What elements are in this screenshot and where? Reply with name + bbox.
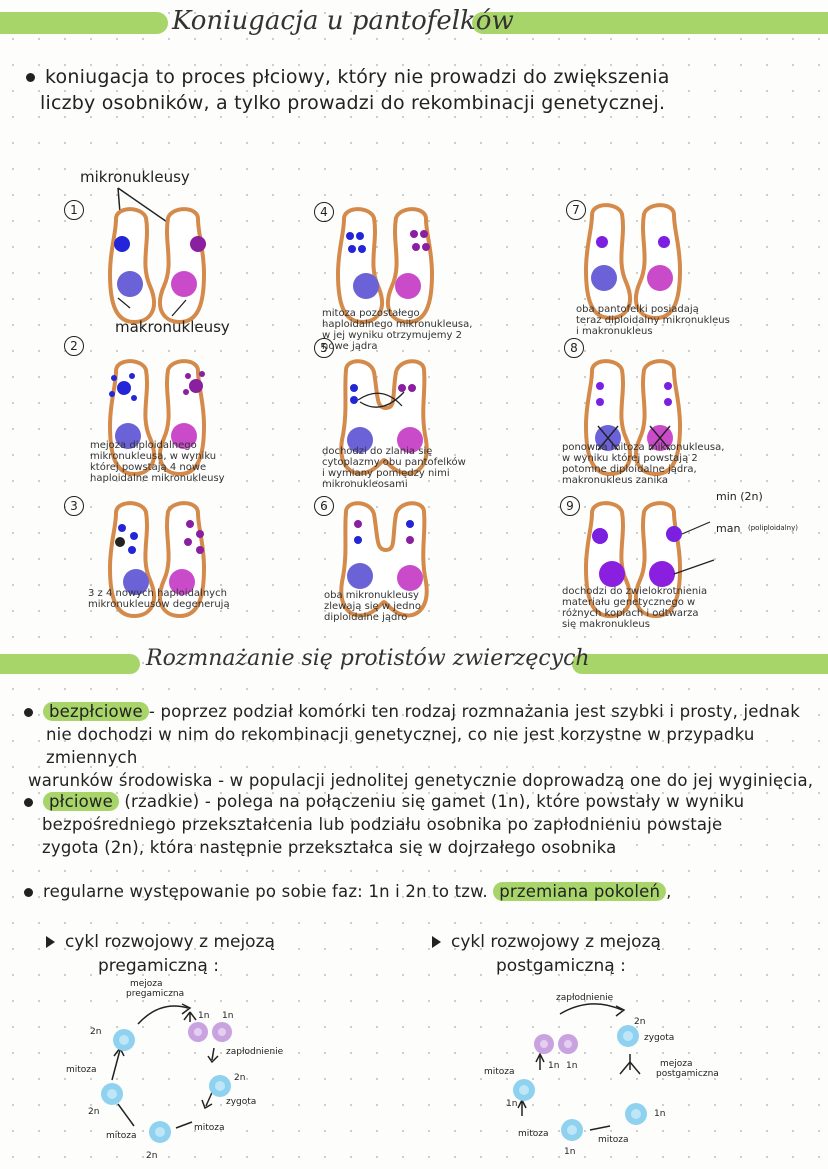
step-2-cells — [108, 359, 206, 476]
step-number-2: 2 — [64, 336, 84, 356]
c2-1n-c: 1n — [506, 1099, 517, 1109]
step-6-cells — [339, 501, 429, 618]
c2-1n-e: 1n — [654, 1109, 665, 1119]
label-makronukleusy: makronukleusy — [115, 318, 230, 336]
c2-mitoza-1: mitoza — [484, 1067, 515, 1077]
step-4-cells — [336, 207, 434, 324]
c1-mitoza-1: mitoza — [194, 1123, 225, 1133]
step-5-cells — [339, 359, 429, 476]
c1-2n-c: 2n — [146, 1151, 157, 1161]
label-mikronukleusy: mikronukleusy — [80, 168, 190, 186]
c2-2n: 2n — [634, 1017, 645, 1027]
c2-zygota: zygota — [644, 1033, 674, 1043]
step-number-7: 7 — [566, 200, 586, 220]
green-bar-right — [472, 12, 828, 34]
cycle2-title: cykl rozwojowy z mejozą postgamiczną : — [432, 930, 661, 978]
alternation-paragraph: regularne występowanie po sobie faz: 1n … — [24, 880, 824, 903]
c1-1n-a: 1n — [198, 1011, 209, 1021]
step-number-8: 8 — [564, 338, 584, 358]
cycle2-cells — [513, 1025, 647, 1141]
green-bar-left-2 — [0, 654, 140, 674]
c1-2n-b: 2n — [88, 1107, 99, 1117]
label-man: man — [716, 522, 740, 535]
bullet-icon — [24, 888, 33, 897]
triangle-bullet-icon — [432, 936, 441, 948]
c2-mitoza-3: mitoza — [598, 1135, 629, 1145]
c2-1n-b: 1n — [566, 1061, 577, 1071]
c2-mitoza-2: mitoza — [518, 1129, 549, 1139]
c2-mejoza: mejoza — [660, 1059, 693, 1069]
c2-1n-a: 1n — [548, 1061, 559, 1071]
c1-mitoza-2: mitoza — [66, 1065, 97, 1075]
step-number-3: 3 — [64, 496, 84, 516]
step-8-cells — [584, 359, 682, 476]
step-8-description: ponowna mitoza mikronukleusa,w wyniku kt… — [562, 442, 725, 486]
section2-title: Rozmnażanie się protistów zwierzęcych — [146, 646, 590, 671]
c1-zaplodnienie: zapłodnienie — [226, 1047, 284, 1057]
cycle-diagrams: mejoza pregamiczna 1n 1n zapłodnienie 2n… — [66, 979, 719, 1161]
c1-zygota: zygota — [226, 1097, 256, 1107]
step-number-5: 5 — [314, 338, 334, 358]
cycle1-title: cykl rozwojowy z mejozą pregamiczną : — [46, 930, 275, 978]
bullet-icon — [24, 708, 33, 717]
step-9-cells — [584, 501, 715, 618]
section1-title: Koniugacja u pantofelków — [172, 6, 514, 36]
green-bar-left — [0, 12, 168, 34]
cycle1-cells — [101, 1022, 232, 1143]
step-number-4: 4 — [314, 202, 334, 222]
label-min: min (2n) — [716, 490, 763, 503]
c2-1n-d: 1n — [564, 1147, 575, 1157]
green-bar-right-2 — [572, 654, 828, 674]
c1-mejoza: mejoza — [130, 979, 163, 989]
step-number-6: 6 — [314, 496, 334, 516]
bullet-icon — [26, 73, 35, 82]
c2-zaplodnienie: zapłodnienie — [556, 993, 614, 1003]
triangle-bullet-icon — [46, 936, 55, 948]
bullet-icon — [24, 798, 33, 807]
step-3-cells — [108, 501, 206, 618]
conjugation-diagram: mikronukleusy makronukleusy — [80, 168, 798, 618]
intro-paragraph: koniugacja to proces płciowy, który nie … — [26, 64, 670, 116]
term-przemiana-pokolen: przemiana pokoleń — [493, 882, 667, 901]
step-number-1: 1 — [64, 200, 84, 220]
c1-mitoza-3: mitoza — [106, 1131, 137, 1141]
asexual-paragraph: bezpłciowe- poprzez podział komórki ten … — [24, 700, 824, 792]
step-number-9: 9 — [560, 496, 580, 516]
c1-2n: 2n — [234, 1073, 245, 1083]
label-man-sub: (poliploidalny) — [748, 524, 798, 532]
c1-1n-b: 1n — [222, 1011, 233, 1021]
step-1-cells — [108, 207, 206, 324]
c2-postgamiczna: postgamiczna — [656, 1069, 719, 1079]
c1-2n-a: 2n — [90, 1027, 101, 1037]
sexual-paragraph: płciowe (rzadkie) - polega na połączeniu… — [24, 790, 824, 859]
term-bezplciowe: bezpłciowe — [43, 702, 149, 721]
term-plciowe: płciowe — [43, 792, 119, 811]
step-7-cells — [584, 203, 682, 320]
c1-pregamiczna: pregamiczna — [126, 989, 184, 999]
